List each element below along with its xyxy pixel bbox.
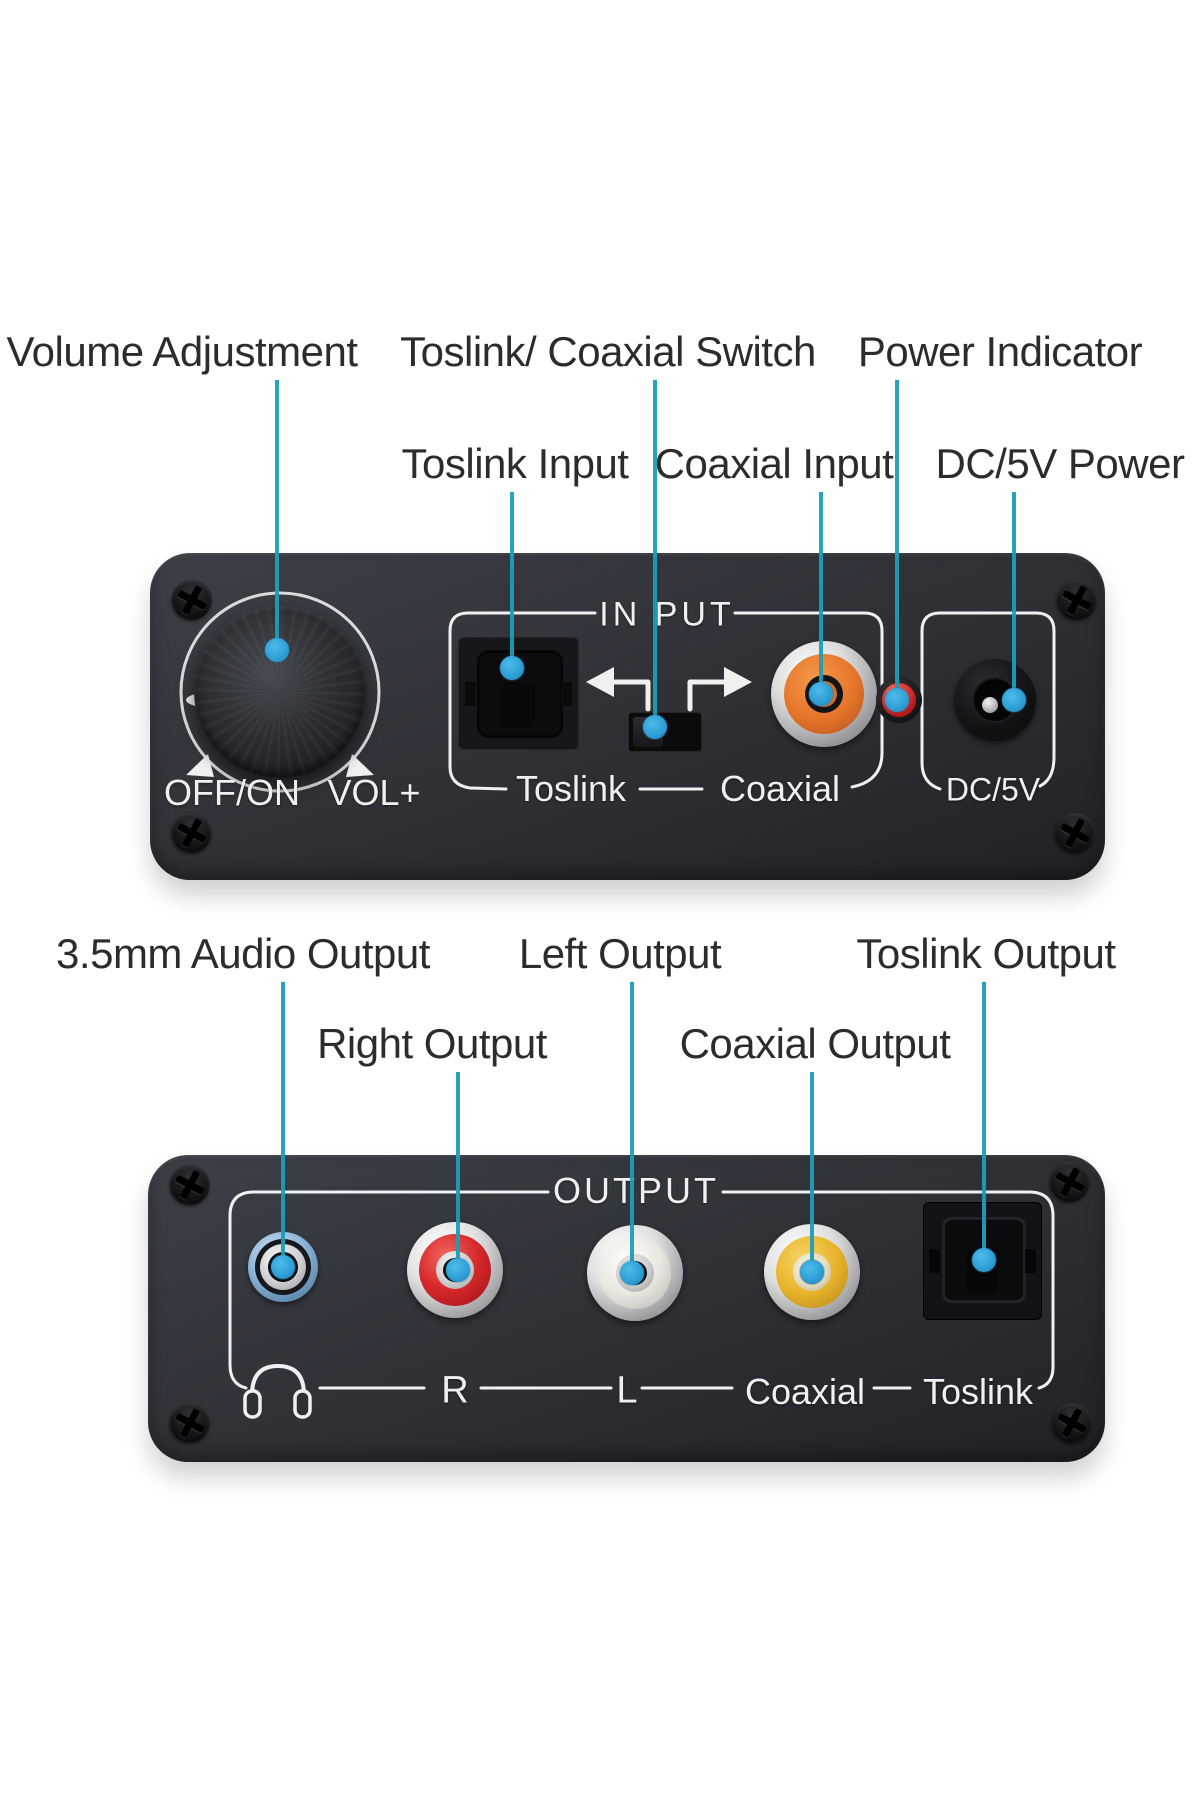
toslink-notch bbox=[561, 682, 572, 706]
label-toslink-input: Toslink Input bbox=[401, 440, 629, 487]
callout-dot-toslink-output bbox=[972, 1248, 996, 1272]
toslink-notch bbox=[1025, 1249, 1036, 1273]
label-power-indicator: Power Indicator bbox=[857, 328, 1143, 375]
label-35mm-audio-output: 3.5mm Audio Output bbox=[56, 930, 430, 977]
volume-knob bbox=[194, 606, 366, 778]
toslink-notch bbox=[465, 682, 476, 706]
label-left-output: Left Output bbox=[518, 930, 722, 977]
callout-dot-volume bbox=[265, 638, 289, 662]
device-output-panel: OUTPUT R L Coaxial Toslink bbox=[148, 1154, 1105, 1462]
toslink-hole bbox=[501, 682, 535, 728]
callout-line-toslink-input bbox=[510, 492, 514, 668]
label-toslink-output: Toslink Output bbox=[856, 930, 1116, 977]
label-toslink-coaxial-switch: Toslink/ Coaxial Switch bbox=[400, 328, 816, 375]
callout-line-coaxial-input bbox=[819, 492, 823, 694]
callout-dot-coaxial-input bbox=[809, 682, 833, 706]
rotate-cw-arrow-icon bbox=[346, 754, 374, 777]
callout-dot-right-output bbox=[446, 1258, 470, 1282]
arrow-left-icon bbox=[586, 667, 614, 697]
dc-jack-pin bbox=[982, 696, 999, 713]
coaxial-port-label: Coaxial bbox=[719, 768, 841, 809]
callout-dot-coaxial-output bbox=[800, 1260, 824, 1284]
label-coaxial-input: Coaxial Input bbox=[654, 440, 894, 487]
toslink-output-port-label: Toslink bbox=[922, 1371, 1034, 1412]
callout-dot-switch bbox=[643, 715, 667, 739]
callout-dot-power bbox=[885, 688, 909, 712]
dc5v-port-label: DC/5V bbox=[945, 771, 1041, 808]
label-volume-adjustment: Volume Adjustment bbox=[6, 328, 358, 375]
callout-dot-dc-power bbox=[1002, 688, 1026, 712]
power-led-icon bbox=[876, 677, 922, 723]
callout-line-right-output bbox=[456, 1072, 460, 1270]
callout-line-coaxial-output bbox=[810, 1072, 814, 1272]
callout-line-power bbox=[895, 380, 899, 700]
callout-line-toslink-output bbox=[982, 982, 986, 1260]
callout-dot-35mm bbox=[271, 1255, 295, 1279]
label-dc-power: DC/5V Power bbox=[935, 440, 1185, 487]
arrow-right-icon bbox=[724, 667, 752, 697]
output-title: OUTPUT bbox=[553, 1170, 719, 1211]
headphone-icon bbox=[250, 1363, 306, 1405]
callout-line-left-output bbox=[630, 982, 634, 1273]
r-label: R bbox=[441, 1369, 469, 1412]
toslink-notch bbox=[929, 1249, 940, 1273]
callout-line-35mm bbox=[281, 982, 285, 1267]
callout-line-switch bbox=[653, 380, 657, 727]
coaxial-output-port-label: Coaxial bbox=[744, 1371, 866, 1412]
callout-dot-toslink-input bbox=[500, 656, 524, 680]
l-label: L bbox=[616, 1369, 638, 1412]
output-panel-outline-graphics bbox=[228, 1190, 1055, 1419]
rotate-ccw-arrow-icon bbox=[186, 754, 214, 777]
callout-line-dc-power bbox=[1012, 492, 1016, 700]
device-input-panel: IN PUT OFF/ON VOL+ Toslink Coaxial DC/5V bbox=[150, 553, 1105, 880]
toslink-port-label: Toslink bbox=[515, 768, 627, 809]
label-coaxial-output: Coaxial Output bbox=[679, 1020, 951, 1067]
input-title: IN PUT bbox=[599, 595, 735, 634]
label-right-output: Right Output bbox=[317, 1020, 547, 1067]
callout-line-volume bbox=[275, 380, 279, 650]
vol-plus-label: VOL+ bbox=[327, 772, 421, 813]
off-on-label: OFF/ON bbox=[164, 772, 300, 813]
toslink-input-port bbox=[458, 637, 579, 750]
callout-dot-left-output bbox=[620, 1261, 644, 1285]
